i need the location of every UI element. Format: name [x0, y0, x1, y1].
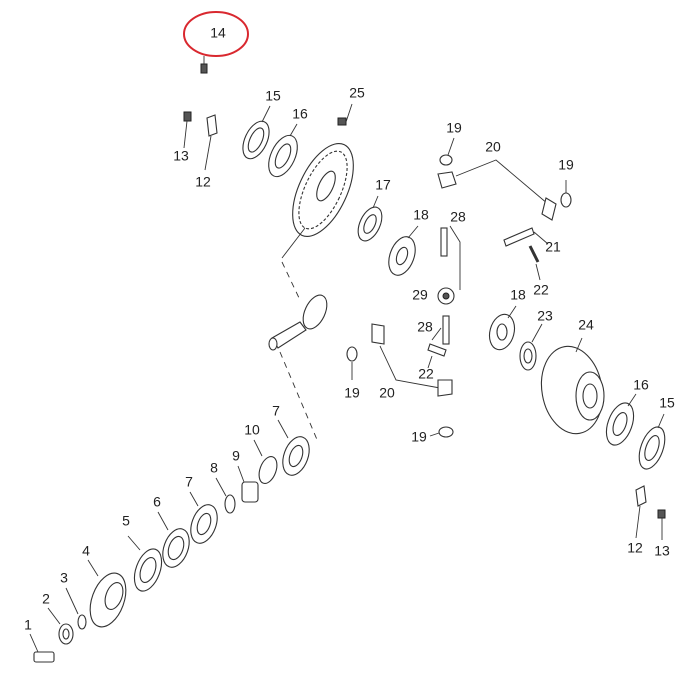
part-15-bearing-race-top [242, 105, 271, 160]
label-20-upper: 20 [485, 139, 501, 155]
part-22-key-right [528, 245, 541, 281]
label-13-right: 13 [654, 543, 670, 559]
label-22-right: 22 [533, 282, 549, 298]
highlight-circle [183, 11, 249, 57]
part-23-thrust-washer [519, 323, 543, 371]
label-21: 21 [545, 239, 561, 255]
label-24: 24 [578, 317, 594, 333]
label-25: 25 [349, 85, 365, 101]
part-7-bearing-lower [189, 491, 218, 544]
part-6-bearing-cup [157, 511, 190, 568]
part-8-shim [215, 477, 236, 514]
part-7-bearing-upper [277, 419, 310, 476]
part-5-seal [127, 535, 163, 592]
label-7-upper: 7 [272, 403, 280, 419]
part-29-spider [437, 287, 455, 305]
label-16-top: 16 [292, 106, 308, 122]
part-18-side-gear-right [488, 305, 517, 351]
label-8: 8 [210, 460, 218, 476]
part-2-nut [47, 607, 74, 645]
part-19-washer-right [560, 180, 572, 208]
label-17: 17 [375, 177, 391, 193]
label-9: 9 [232, 448, 240, 464]
part-12-plate-right [635, 485, 647, 539]
part-19-washer-bottom [429, 426, 454, 438]
part-14-bolt [200, 56, 208, 74]
label-28-bottom: 28 [417, 319, 433, 335]
part-28-pin-top [440, 225, 461, 290]
label-15-top: 15 [265, 88, 281, 104]
part-20-pinion-gear-bottom [437, 379, 453, 397]
label-19-right: 19 [558, 157, 574, 173]
part-4-flange [87, 559, 127, 628]
part-15-bearing-race-right [638, 413, 666, 470]
pinion-gear-shaft [268, 261, 328, 443]
label-14: 14 [210, 25, 226, 41]
part-19-washer-upper [439, 137, 455, 166]
part-12-plate-top [204, 114, 218, 171]
part-24-differential-case [540, 337, 605, 435]
label-12-right: 12 [627, 540, 643, 556]
label-18-top: 18 [413, 207, 429, 223]
label-19-lower-left: 19 [344, 385, 360, 401]
part-21-shaft [503, 227, 549, 247]
part-18-side-gear-top [388, 225, 419, 276]
label-1: 1 [24, 617, 32, 633]
label-3: 3 [60, 570, 68, 586]
part-9-collar [237, 465, 259, 503]
label-5: 5 [122, 513, 130, 529]
label-7-lower: 7 [185, 474, 193, 490]
part-16-bearing-top [268, 123, 298, 178]
part-13-bolt-right [657, 509, 666, 540]
label-20-lower: 20 [379, 385, 395, 401]
label-13-top: 13 [173, 148, 189, 164]
label-23: 23 [537, 308, 553, 324]
part-22-key-mid [427, 343, 447, 369]
part-16-bearing-right [605, 393, 637, 446]
label-15-right: 15 [659, 395, 675, 411]
part-28-pin-bottom [431, 315, 450, 345]
label-12-top: 12 [195, 174, 211, 190]
label-22-mid: 22 [418, 366, 434, 382]
label-28-top: 28 [450, 209, 466, 225]
part-3-washer [65, 587, 87, 630]
part-20-pinion-gear-right [541, 197, 557, 221]
part-19-washer-lower-left [346, 346, 358, 380]
part-25-bolt [337, 103, 353, 126]
part-1-bolt [29, 633, 55, 663]
part-20-pinion-gear-lower [371, 323, 441, 389]
label-16-right: 16 [633, 377, 649, 393]
label-19-upper: 19 [446, 120, 462, 136]
part-10-spacer [253, 439, 278, 484]
label-18-right: 18 [510, 287, 526, 303]
part-17-bearing [357, 195, 383, 242]
part-13-bolt-top [183, 111, 192, 149]
label-4: 4 [82, 543, 90, 559]
ring-gear [281, 143, 354, 259]
label-19-bottom: 19 [411, 429, 427, 445]
label-2: 2 [42, 591, 50, 607]
part-20-pinion-gear-upper [437, 159, 549, 205]
label-10: 10 [244, 422, 260, 438]
label-29: 29 [412, 287, 428, 303]
label-6: 6 [153, 494, 161, 510]
